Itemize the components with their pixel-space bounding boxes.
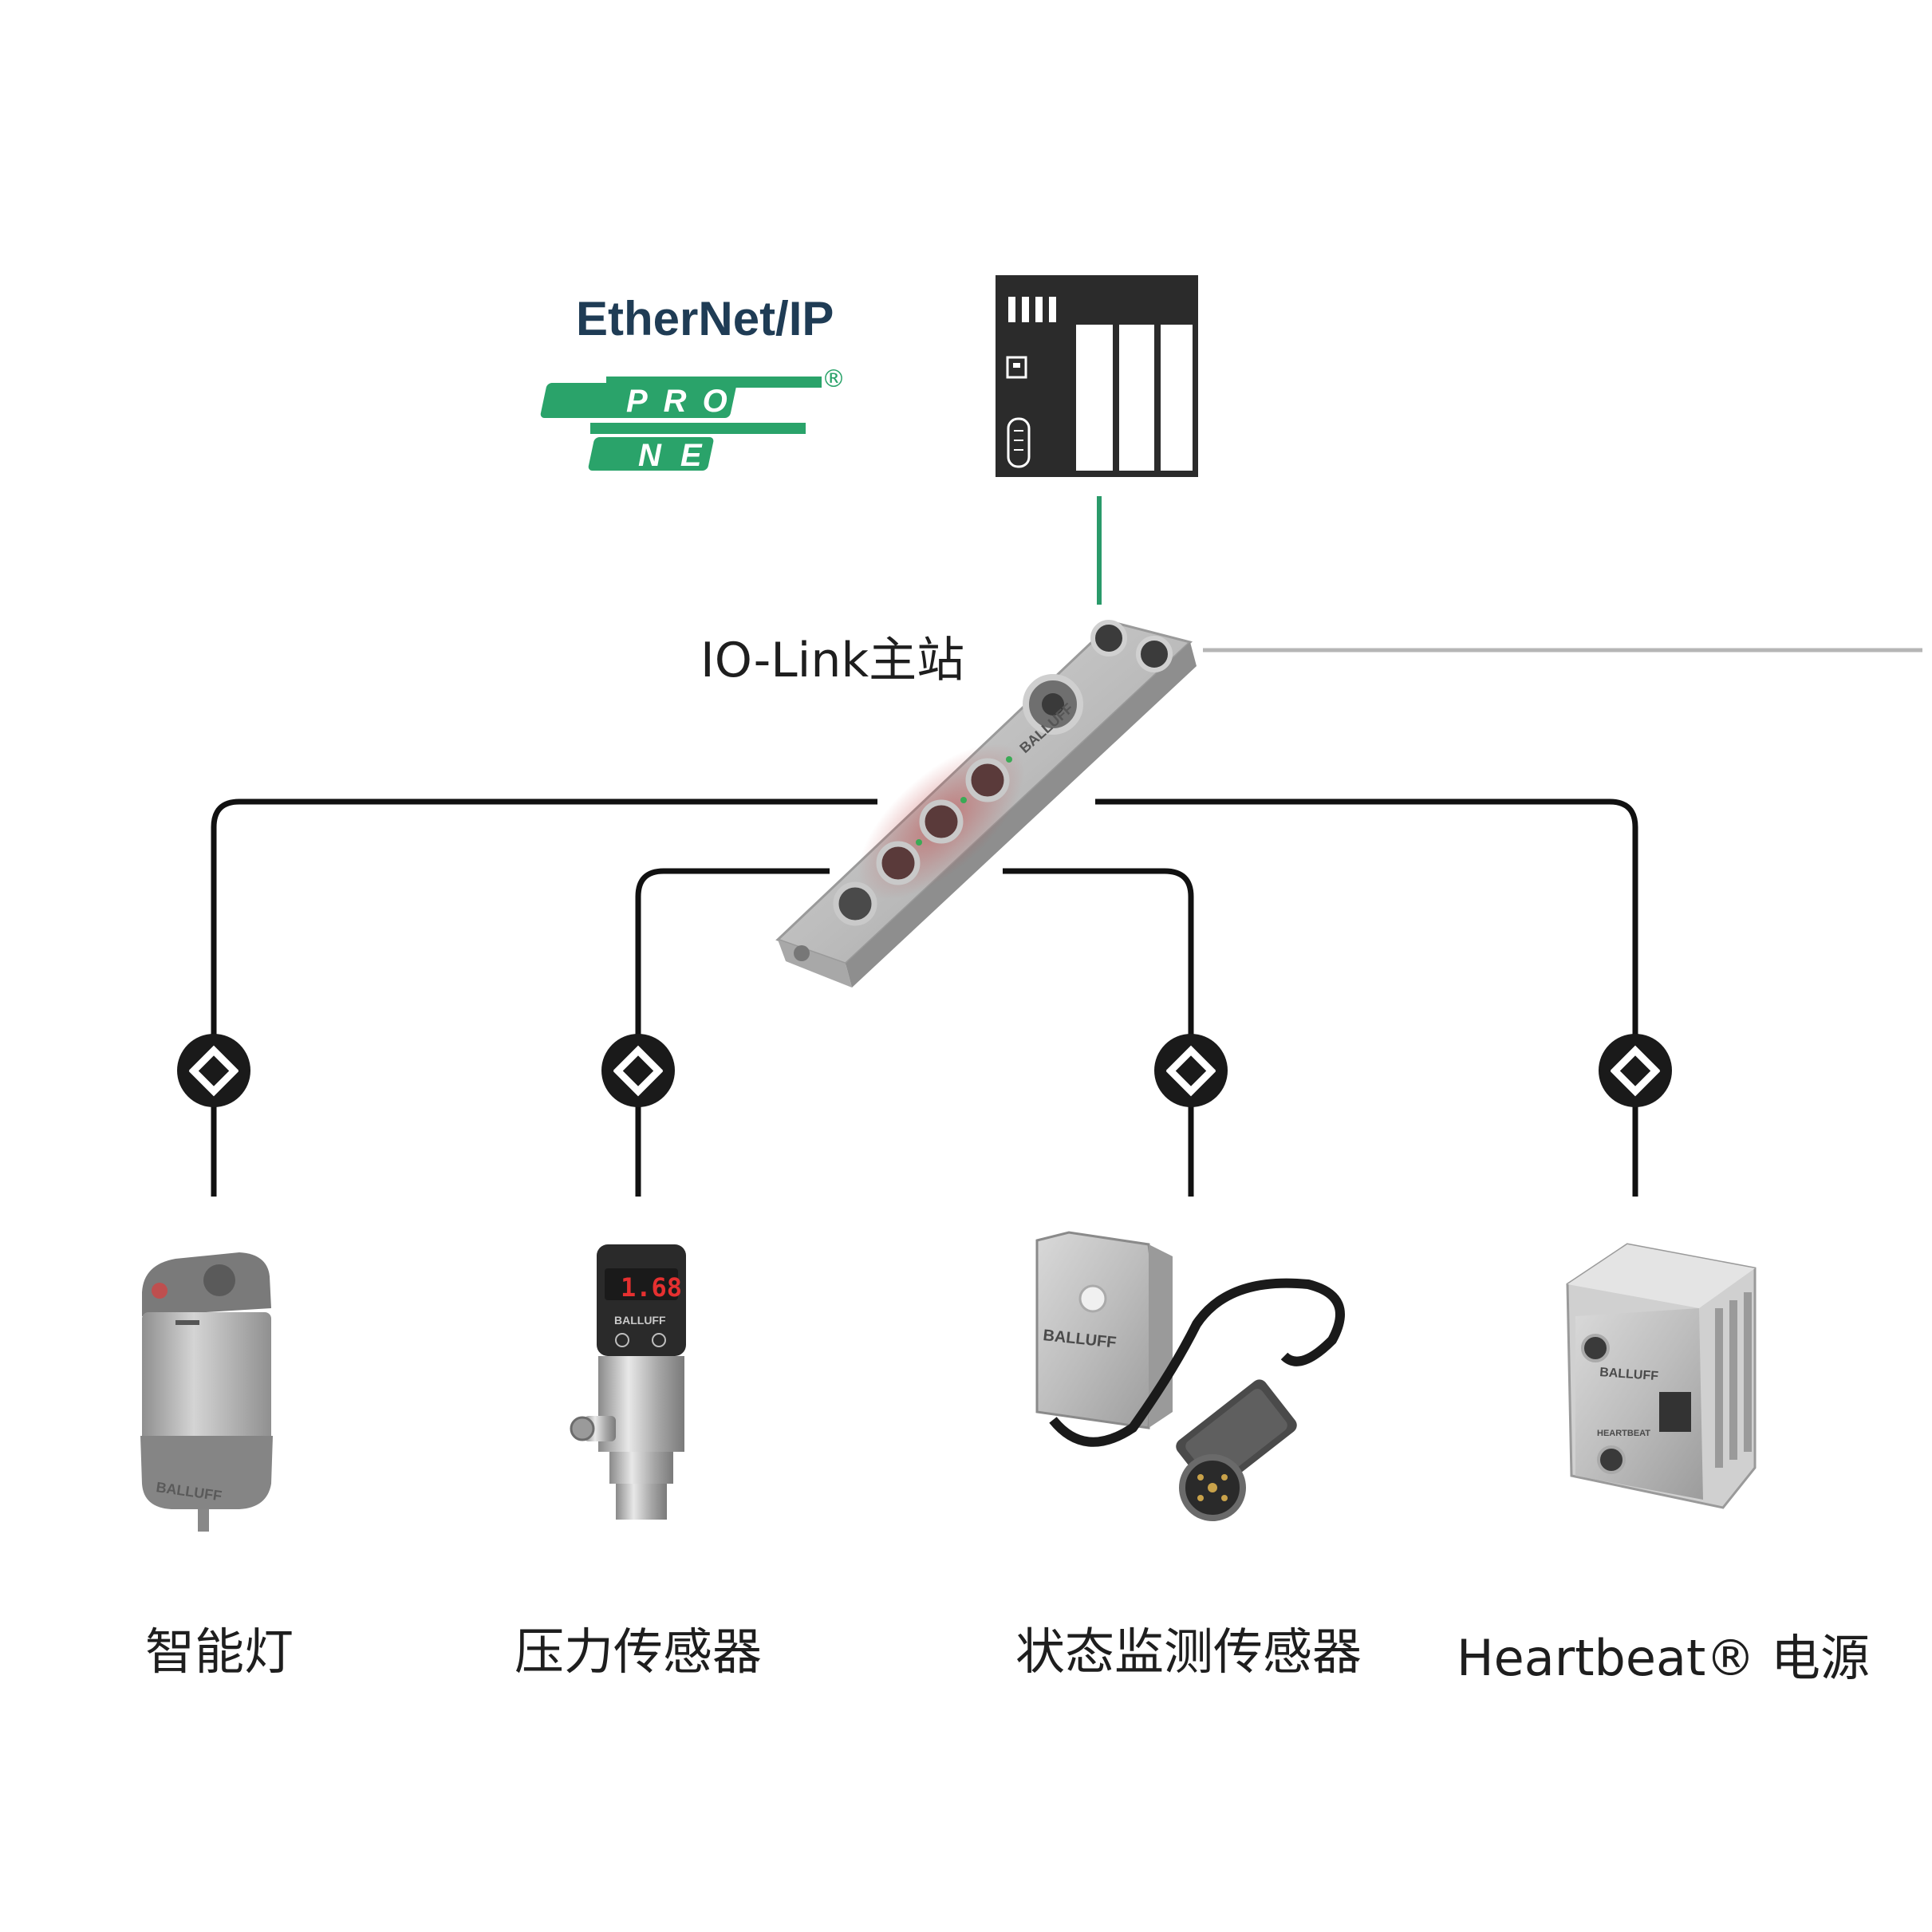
io-link-master-label: IO-Link主站 (700, 633, 964, 688)
device-label-pressure-sensor: 压力传感器 (515, 1622, 762, 1681)
io-link-symbol-icon (177, 1034, 250, 1107)
heartbeat-brand-text: BALLUFF (1599, 1366, 1659, 1383)
io-link-symbol-icon (1599, 1034, 1672, 1107)
profinet-bottom-text: NET (638, 438, 759, 473)
wire-condition-sensor (1003, 868, 1194, 1197)
plc-controller-icon (996, 275, 1198, 477)
profinet-bottom-letters (588, 437, 714, 471)
profinet-logo: PROFI NET ® (540, 365, 846, 473)
smart-light-device: BALLUFF (140, 1252, 273, 1532)
pressure-display-value: 1.68 (621, 1272, 682, 1303)
ethernet-ip-logo: EtherNet/IP (576, 292, 834, 345)
device-label-condition-sensor: 状态监测传感器 (1015, 1622, 1362, 1681)
io-link-symbol-icon (601, 1034, 675, 1107)
io-link-symbol-icon (1154, 1034, 1228, 1107)
pressure-sensor-device: 1.68 BALLUFF (570, 1244, 686, 1520)
heartbeat-product-text: HEARTBEAT (1597, 1429, 1650, 1438)
heartbeat-power-device: BALLUFF HEARTBEAT (1566, 1243, 1757, 1509)
master-port-3 (876, 841, 921, 885)
io-link-wires (211, 798, 1638, 1197)
master-port-4 (833, 881, 877, 926)
profinet-top-text: PROFI (626, 384, 803, 419)
device-label-heartbeat-power: Heartbeat® 电源 (1457, 1629, 1870, 1687)
wire-heartbeat-power (1095, 798, 1638, 1197)
wire-smart-light (211, 798, 877, 1197)
profinet-registered-mark: ® (822, 365, 846, 393)
io-link-master-device: BALLUFF (775, 620, 1197, 988)
wire-pressure-sensor (635, 868, 830, 1197)
pressure-brand-text: BALLUFF (614, 1314, 666, 1327)
condition-sensor-device: BALLUFF (1035, 1231, 1345, 1521)
device-label-smart-light: 智能灯 (145, 1622, 294, 1681)
master-port-1 (965, 758, 1010, 802)
ethernet-ip-text: EtherNet/IP (576, 292, 834, 345)
master-port-2 (919, 799, 964, 844)
profinet-top-letters (540, 383, 736, 418)
